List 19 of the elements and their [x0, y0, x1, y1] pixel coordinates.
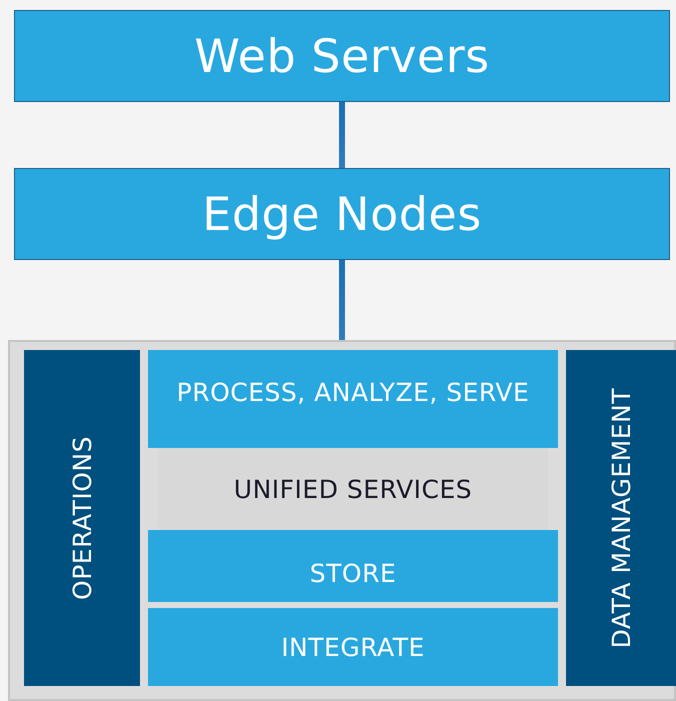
layer-box — [148, 350, 558, 448]
layer-label: STORE — [310, 559, 396, 588]
server-box — [14, 10, 670, 102]
layer-box — [148, 608, 558, 686]
bar-label: DATA MANAGEMENT — [606, 388, 636, 648]
connector-line — [339, 260, 345, 340]
connector-line — [339, 102, 345, 168]
services-box — [158, 448, 548, 530]
layer-label: PROCESS, ANALYZE, SERVE — [176, 378, 530, 407]
layer-box — [148, 530, 558, 602]
bar-label: OPERATIONS — [68, 436, 96, 600]
layer-label: UNIFIED SERVICES — [234, 474, 472, 504]
server-box — [14, 168, 670, 260]
side-bar — [24, 350, 140, 686]
platform-panel — [8, 340, 676, 701]
box-title: Web Servers — [194, 29, 490, 83]
side-bar — [566, 350, 676, 686]
box-title: Edge Nodes — [202, 187, 482, 241]
layer-label: INTEGRATE — [281, 632, 425, 662]
